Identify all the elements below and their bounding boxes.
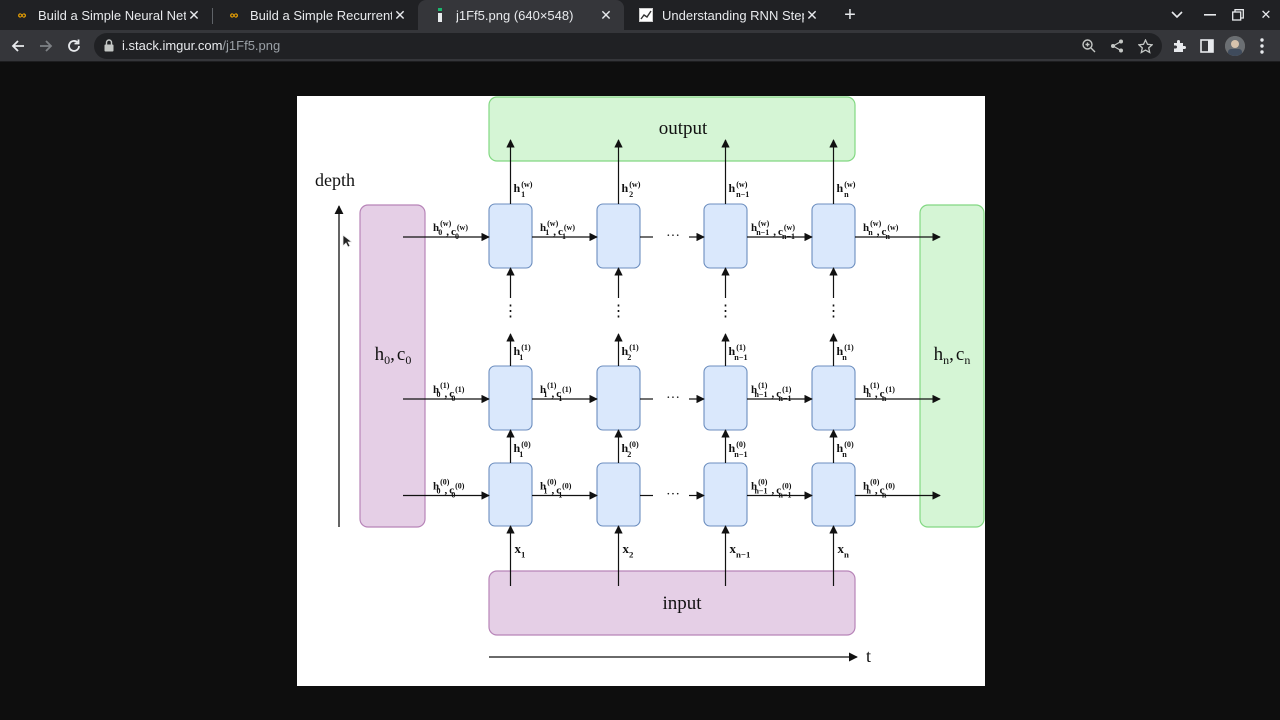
state-label-initial: h(0)0,c(0)0 xyxy=(433,478,465,500)
state-label: h(w)1,c(w)1 xyxy=(540,219,575,241)
minimize-icon[interactable] xyxy=(1196,0,1224,30)
state-label-final: h(1)n,c(1)n xyxy=(863,381,895,403)
hidden-label-layer0: h(0)1 xyxy=(514,440,531,459)
output-box xyxy=(488,96,856,162)
input-x-label: xn−1 xyxy=(730,541,751,560)
close-window-icon[interactable]: ✕ xyxy=(1260,7,1272,22)
final-state-label: hn,cn xyxy=(934,344,971,367)
tab-strip: ∞ Build a Simple Neural Net ✕ ∞ Build a … xyxy=(0,0,1280,30)
tab-separator xyxy=(212,8,213,24)
lstm-cell xyxy=(811,203,856,269)
lstm-cell xyxy=(488,365,533,431)
state-label: h(0)1,c(0)1 xyxy=(540,478,572,500)
state-label: h(w)n−1,c(w)n−1 xyxy=(751,219,795,241)
close-icon[interactable]: ✕ xyxy=(600,6,612,23)
state-label: h(1)1,c(1)1 xyxy=(540,381,572,403)
tab-2[interactable]: j1Ff5.png (640×548) ✕ xyxy=(418,0,624,30)
hidden-label-layer1: h(1)n xyxy=(837,343,854,362)
input-x-label: xn xyxy=(838,541,850,560)
tab-title: Build a Simple Neural Net xyxy=(38,7,186,23)
state-label: h(1)n−1,c(1)n−1 xyxy=(751,381,792,403)
vertical-ellipsis: ⋮ xyxy=(611,303,627,320)
input-x-label: x1 xyxy=(515,541,526,560)
initial-state-box xyxy=(359,204,426,528)
state-label-final: h(w)n,c(w)n xyxy=(863,219,899,241)
address-bar[interactable]: i.stack.imgur.com/j1Ff5.png xyxy=(94,33,1162,59)
menu-icon[interactable] xyxy=(1252,36,1272,56)
extensions-icon[interactable] xyxy=(1169,36,1189,56)
url-host: i.stack.imgur.com xyxy=(122,38,223,53)
url-text: i.stack.imgur.com/j1Ff5.png xyxy=(122,38,280,53)
close-icon[interactable]: ✕ xyxy=(188,6,200,23)
vertical-ellipsis: ⋮ xyxy=(826,303,842,320)
hidden-label-top: h(w)2 xyxy=(622,180,641,199)
state-label-final: h(0)n,c(0)n xyxy=(863,478,895,500)
stacked-lstm-diagram-image[interactable]: output input depth t h0,c0 hn,cn h(w)0,c… xyxy=(297,96,985,686)
input-x-label: x2 xyxy=(623,541,635,560)
side-panel-icon[interactable] xyxy=(1197,36,1217,56)
mouse-cursor-icon xyxy=(342,234,354,253)
new-tab-button[interactable]: + xyxy=(844,3,856,26)
hidden-label-layer1: h(1)1 xyxy=(514,343,531,362)
input-box xyxy=(488,570,856,636)
lstm-cell xyxy=(488,203,533,269)
share-icon[interactable] xyxy=(1108,37,1126,55)
lstm-cell xyxy=(488,462,533,527)
horizontal-ellipsis: ··· xyxy=(666,488,680,503)
close-icon[interactable]: ✕ xyxy=(806,6,818,23)
lstm-cell xyxy=(596,203,641,269)
output-label: output xyxy=(659,118,708,139)
hidden-label-layer1: h(1)n−1 xyxy=(729,343,748,362)
imgur-icon xyxy=(432,7,448,23)
tab-title: Build a Simple Recurrent xyxy=(250,7,392,23)
lstm-cell xyxy=(703,203,748,269)
tab-1[interactable]: ∞ Build a Simple Recurrent ✕ xyxy=(212,0,418,30)
time-label: t xyxy=(866,646,871,666)
url-path: /j1Ff5.png xyxy=(222,38,281,53)
reload-button[interactable] xyxy=(62,34,86,58)
lstm-cell xyxy=(703,365,748,431)
lstm-cell xyxy=(811,365,856,431)
vertical-ellipsis: ⋮ xyxy=(718,303,734,320)
hidden-label-layer0: h(0)2 xyxy=(622,440,639,459)
zoom-icon[interactable] xyxy=(1080,37,1098,55)
colab-icon: ∞ xyxy=(17,8,27,22)
hidden-label-top: h(w)1 xyxy=(514,180,533,199)
lstm-cell xyxy=(811,462,856,527)
bookmark-star-icon[interactable] xyxy=(1136,37,1154,55)
browser-toolbar: i.stack.imgur.com/j1Ff5.png xyxy=(0,30,1280,62)
horizontal-ellipsis: ··· xyxy=(666,391,680,406)
lstm-cell xyxy=(596,365,641,431)
state-label-initial: h(w)0,c(w)0 xyxy=(433,219,468,241)
lstm-cell xyxy=(596,462,641,527)
tab-3[interactable]: Understanding RNN Step ✕ xyxy=(624,0,830,30)
tab-0[interactable]: ∞ Build a Simple Neural Net ✕ xyxy=(0,0,212,30)
forward-button[interactable] xyxy=(34,34,58,58)
initial-state-label: h0,c0 xyxy=(375,344,412,367)
back-button[interactable] xyxy=(6,34,30,58)
hidden-label-layer0: h(0)n−1 xyxy=(729,440,748,459)
depth-label: depth xyxy=(315,170,355,190)
tab-search-icon[interactable] xyxy=(1163,0,1191,30)
state-label: h(0)n−1,c(0)n−1 xyxy=(751,478,792,500)
colab-icon: ∞ xyxy=(229,8,239,22)
lock-icon[interactable] xyxy=(104,39,114,57)
horizontal-ellipsis: ··· xyxy=(666,229,680,244)
profile-avatar[interactable] xyxy=(1225,36,1245,56)
final-state-box xyxy=(919,204,985,528)
tab-title: j1Ff5.png (640×548) xyxy=(456,7,574,23)
tab-title: Understanding RNN Step xyxy=(662,7,804,23)
hidden-label-top: h(w)n−1 xyxy=(729,180,750,199)
state-label-initial: h(1)0,c(1)0 xyxy=(433,381,465,403)
restore-icon[interactable] xyxy=(1224,0,1252,30)
hidden-label-layer0: h(0)n xyxy=(837,440,854,459)
diagram-svg: output input depth t h0,c0 hn,cn h(w)0,c… xyxy=(315,96,985,666)
chart-icon xyxy=(638,7,654,23)
hidden-label-layer1: h(1)2 xyxy=(622,343,639,362)
input-label: input xyxy=(662,593,702,614)
lstm-cell xyxy=(703,462,748,527)
hidden-label-top: h(w)n xyxy=(837,180,856,199)
close-icon[interactable]: ✕ xyxy=(394,6,406,23)
vertical-ellipsis: ⋮ xyxy=(503,303,519,320)
